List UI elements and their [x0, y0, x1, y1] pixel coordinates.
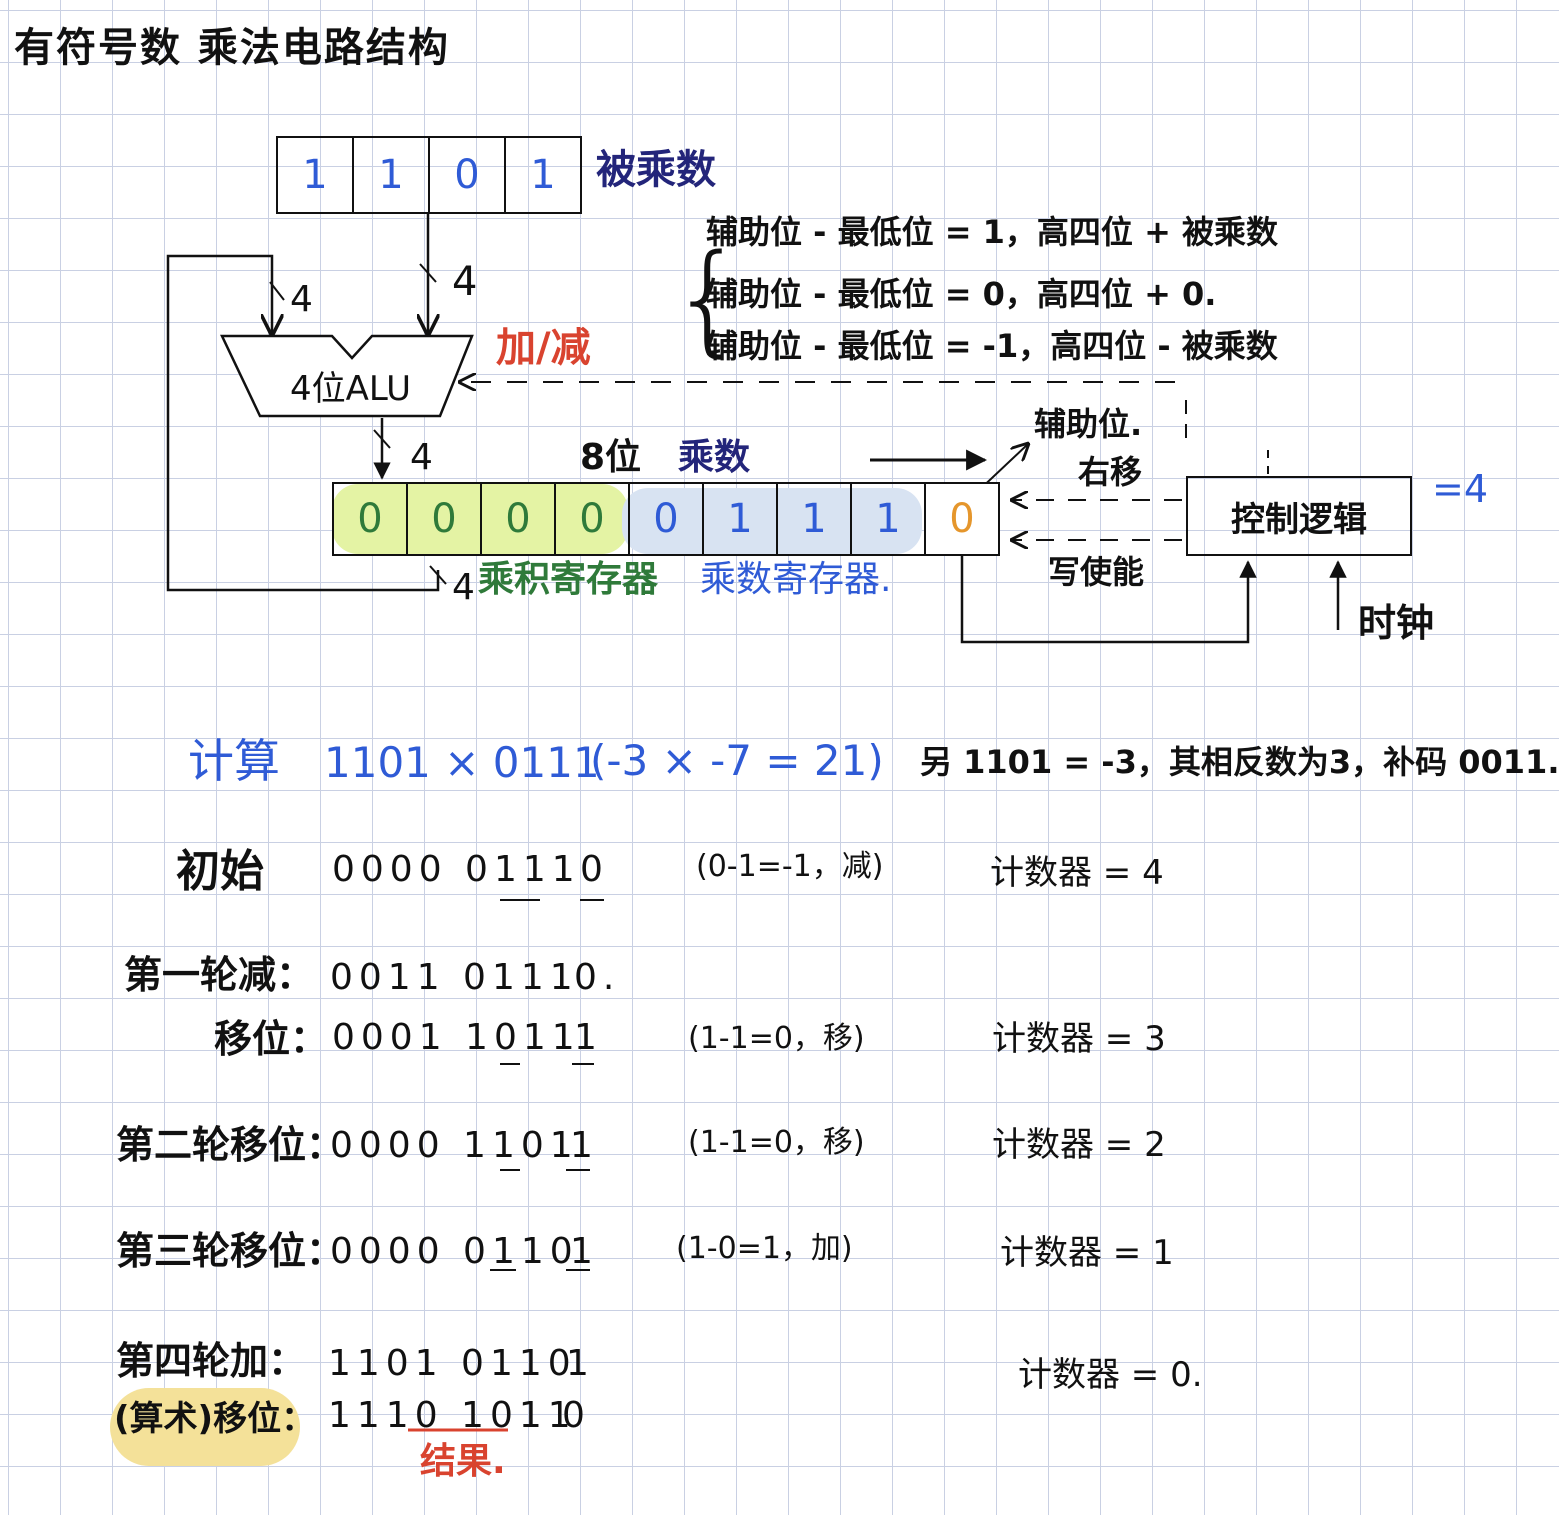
register-bit-3: 0: [554, 482, 630, 556]
clock-label: 时钟: [1358, 601, 1435, 645]
multiplicand-bit-3: 1: [504, 136, 582, 214]
calc-decimal: (-3 × -7 = 21): [590, 736, 884, 785]
step-counter: 计数器 = 1: [1000, 1233, 1174, 1273]
write-enable-label: 写使能: [1048, 553, 1145, 591]
step-counter: 计数器 = 2: [992, 1125, 1166, 1165]
step-bits: 0000 0111: [332, 849, 581, 890]
multiplicand-bit-0: 1: [276, 136, 354, 214]
step-bits: 0011 0111: [330, 957, 579, 998]
bus-width-top: 4: [452, 259, 478, 305]
step-counter: 计数器 = 0.: [1018, 1355, 1203, 1395]
bus-width-feedback: 4: [452, 567, 475, 608]
step-label: 第二轮移位：: [116, 1123, 345, 1167]
step-label: 第四轮加：: [116, 1339, 307, 1383]
register-bit-1: 0: [406, 482, 482, 556]
step-note: (0-1=-1，减): [696, 849, 884, 884]
step-aux: 1: [570, 1125, 599, 1166]
bus-width-left: 4: [290, 279, 313, 320]
step-label: 初始: [176, 846, 264, 897]
step-bits: 0000 0110: [330, 1231, 579, 1272]
shift-right-label: 右移: [1078, 453, 1143, 491]
step-bits: 0001 1011: [332, 1017, 581, 1058]
multiplier-label: 乘数: [678, 437, 751, 478]
page-title: 有符号数 乘法电路结构: [14, 25, 450, 71]
step-label: 第一轮减：: [124, 953, 315, 997]
rule-1: 辅助位 - 最低位 = 1，高四位 + 被乘数: [706, 213, 1279, 251]
step-label: (算术)移位：: [114, 1399, 316, 1439]
register-bit-4: 0: [628, 482, 704, 556]
step-label: 第三轮移位：: [116, 1229, 345, 1273]
step-aux: 0: [562, 1395, 591, 1436]
add-sub-label: 加/减: [496, 325, 591, 371]
aux-bit: 0: [924, 482, 1000, 556]
multiplicand-bit-2: 0: [428, 136, 506, 214]
step-bits: 1110 1011: [328, 1395, 577, 1436]
register-bit-5: 1: [702, 482, 778, 556]
step-aux: 1: [570, 1231, 599, 1272]
step-aux: 1: [566, 1343, 595, 1384]
multiplicand-label: 被乘数: [596, 147, 716, 193]
step-bits: 1101 0110: [328, 1343, 577, 1384]
multiplicand-bit-1: 1: [352, 136, 430, 214]
bus-width-alu-out: 4: [410, 437, 433, 478]
step-aux: 0: [580, 849, 609, 890]
step-aux: 1: [574, 1017, 603, 1058]
multiplier-width-label: 8位: [580, 437, 642, 478]
aux-label: 辅助位.: [1034, 405, 1143, 443]
step-note: (1-1=0，移): [688, 1125, 865, 1160]
register-bit-7: 1: [850, 482, 926, 556]
register-bit-2: 0: [480, 482, 556, 556]
multiplier-register-highlight: [622, 488, 922, 554]
calc-expression: 1101 × 0111: [324, 738, 600, 787]
alu-label: 4位ALU: [290, 369, 412, 409]
step-counter: 计数器 = 4: [990, 853, 1164, 893]
step-bits: 0000 1101: [330, 1125, 579, 1166]
step-aux: 0.: [574, 957, 621, 998]
step-counter: 计数器 = 3: [992, 1019, 1166, 1059]
register-bit-6: 1: [776, 482, 852, 556]
step-label: 移位：: [214, 1017, 329, 1061]
rule-2: 辅助位 - 最低位 = 0，高四位 + 0.: [706, 275, 1217, 313]
rules-brace: {: [670, 230, 747, 369]
calc-side-note: 另 1101 = -3，其相反数为3，补码 0011.: [920, 743, 1559, 781]
result-label: 结果.: [420, 1441, 506, 1482]
arith-shift-highlight: [110, 1388, 300, 1466]
counter-init: =4: [1432, 467, 1489, 511]
rule-3: 辅助位 - 最低位 = -1，高四位 - 被乘数: [706, 327, 1278, 365]
step-note: (1-0=1，加): [676, 1231, 853, 1266]
step-note: (1-1=0，移): [688, 1021, 865, 1056]
product-register-label: 乘积寄存器: [478, 559, 659, 600]
register-bit-0: 0: [332, 482, 408, 556]
calc-heading: 计算: [188, 734, 280, 788]
multiplier-register-label: 乘数寄存器.: [700, 559, 892, 600]
control-logic-box: 控制逻辑: [1186, 476, 1412, 556]
